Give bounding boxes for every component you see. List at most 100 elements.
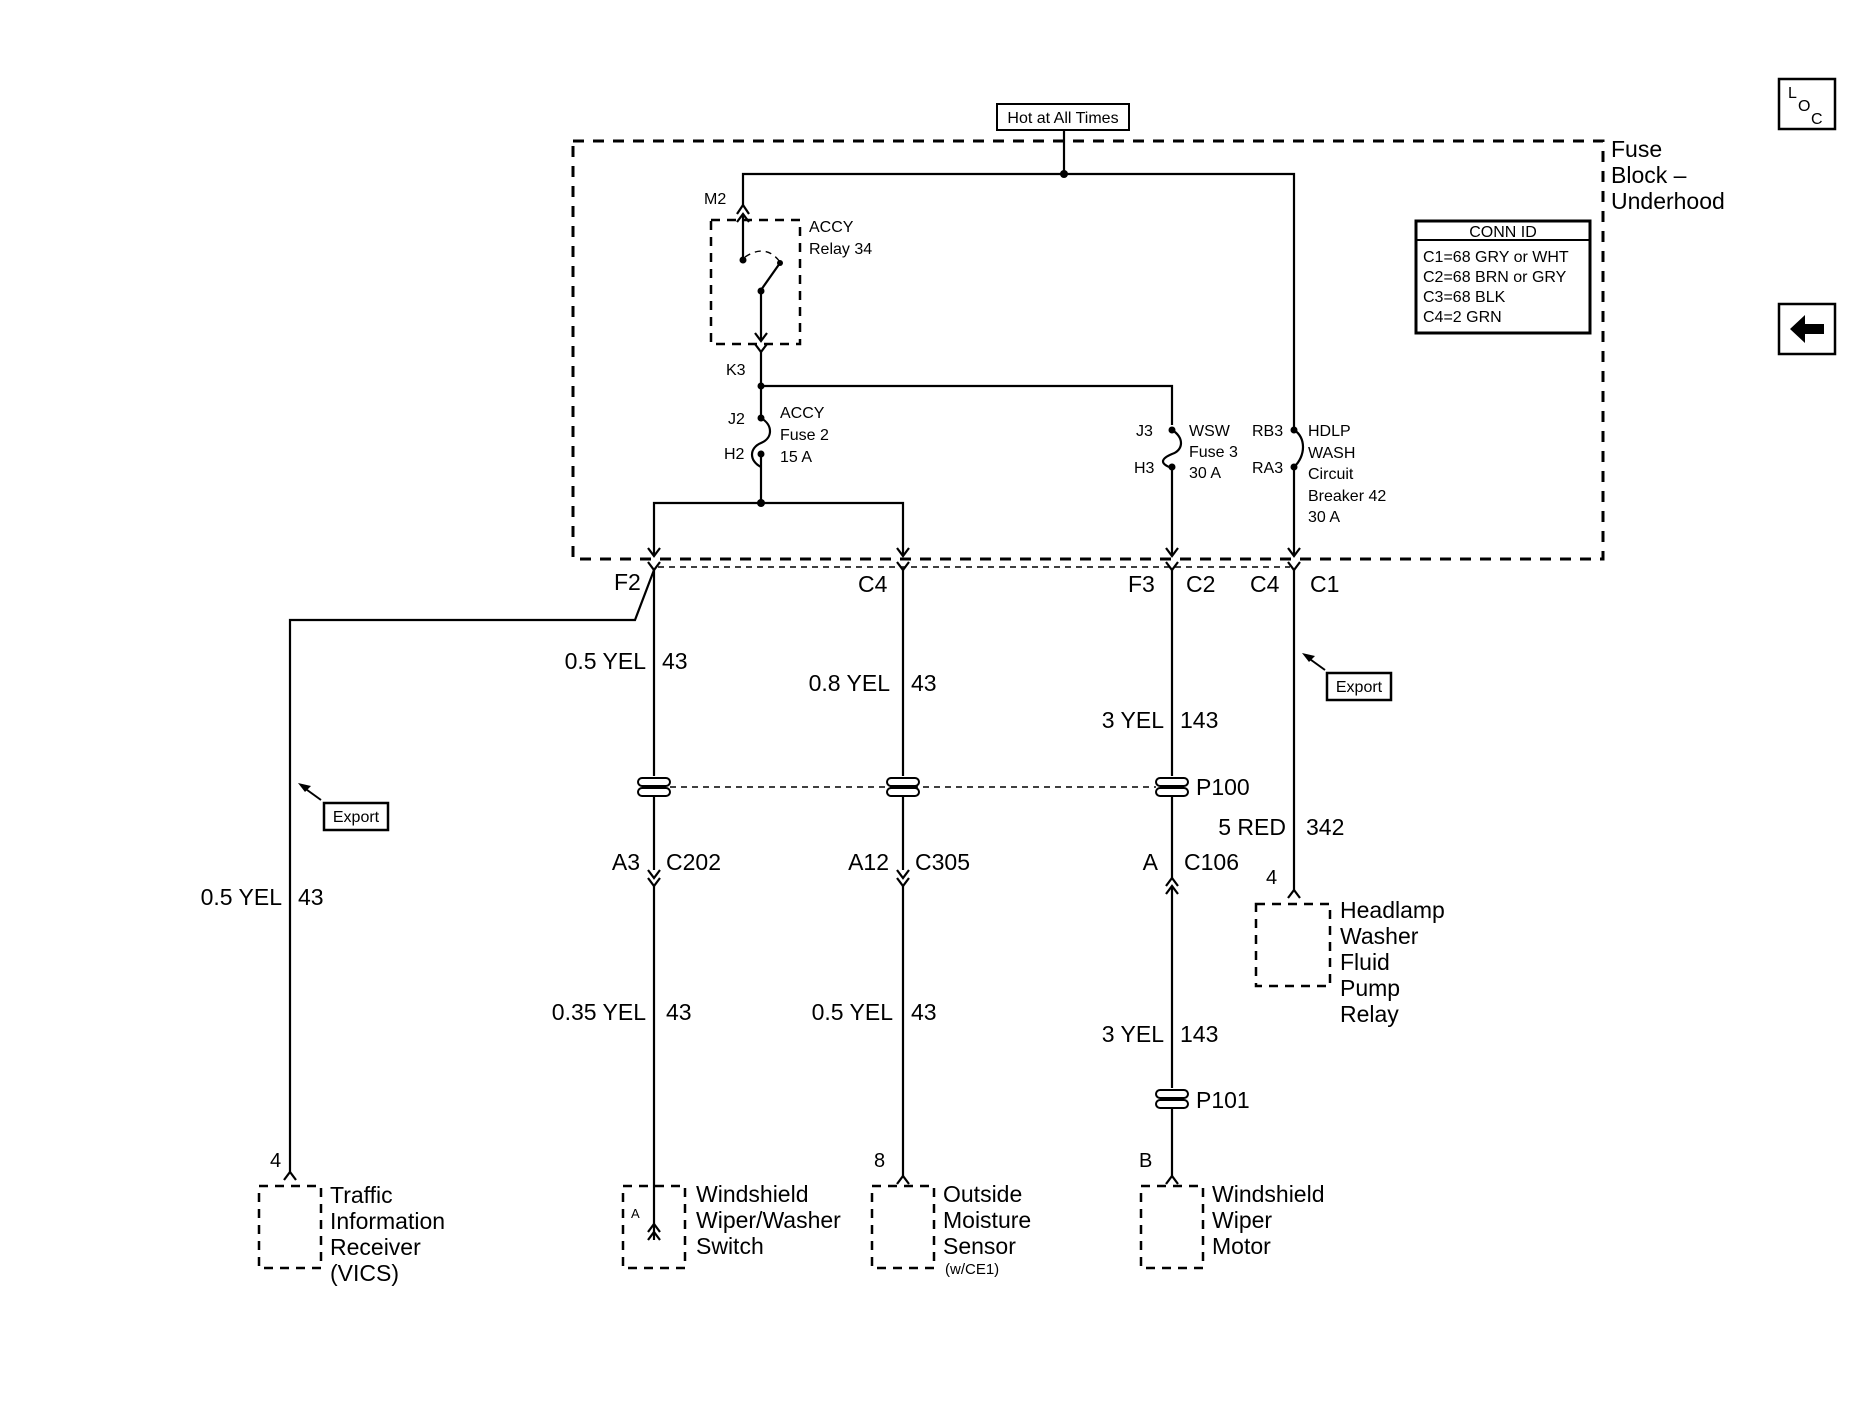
wiper-motor-line1: Windshield xyxy=(1212,1181,1325,1207)
wire-circuit: 143 xyxy=(1180,1021,1218,1047)
breaker-pin-in: RB3 xyxy=(1252,423,1283,440)
wire-circuit: 43 xyxy=(662,648,688,674)
component-wiper-motor: B Windshield Wiper Motor xyxy=(1139,1150,1325,1270)
component-moisture-sensor: 8 Outside Moisture Sensor (w/CE1) xyxy=(870,1150,1031,1278)
breaker-pin-out: RA3 xyxy=(1252,460,1283,477)
wiper-switch-line2: Wiper/Washer xyxy=(696,1207,841,1233)
conn-id-row: C2=68 BRN or GRY xyxy=(1423,269,1567,286)
moisture-line1: Outside xyxy=(943,1181,1022,1207)
fuse3-line2: Fuse 3 xyxy=(1189,444,1238,461)
loc-icon-c: C xyxy=(1811,111,1823,128)
moisture-note: (w/CE1) xyxy=(945,1261,999,1278)
pump-relay-line1: Headlamp xyxy=(1340,897,1445,923)
back-button[interactable] xyxy=(1777,302,1837,356)
headlamp-washer-circuit: 5 RED 342 xyxy=(1218,570,1344,890)
accy-fuse-2: J2 H2 ACCY Fuse 2 15 A xyxy=(724,386,829,507)
fuse-block-title: Fuse Block – Underhood xyxy=(1611,136,1725,214)
loc-icon-l: L xyxy=(1788,85,1797,102)
wire-size-color: 0.8 YEL xyxy=(809,670,891,696)
fuse3-line3: 30 A xyxy=(1189,465,1221,482)
component-pump-relay: 4 Headlamp Washer Fluid Pump Relay xyxy=(1254,867,1445,1027)
fuse-block-outline xyxy=(571,139,1605,561)
wire-size-color: 3 YEL xyxy=(1102,1021,1164,1047)
relay-name-line1: ACCY xyxy=(809,219,854,236)
fuse-block-title-line2: Block – xyxy=(1611,162,1687,188)
pump-relay-pin: 4 xyxy=(1266,867,1277,889)
loc-button[interactable]: L O C xyxy=(1777,77,1837,131)
c305-name: C305 xyxy=(915,849,970,875)
vics-name-line3: Receiver xyxy=(330,1234,421,1260)
wiper-switch-pin: A xyxy=(631,1206,640,1221)
fuse2-pin-out: H2 xyxy=(724,446,745,463)
c305-pin: A12 xyxy=(848,849,889,875)
splice-p101-label: P101 xyxy=(1196,1087,1250,1113)
wiper-switch-line1: Windshield xyxy=(696,1181,809,1207)
export-label: Export xyxy=(1336,679,1383,696)
splice-p100-c xyxy=(1155,777,1189,797)
splice-p100-label: P100 xyxy=(1196,774,1250,800)
conn-id-table: CONN ID C1=68 GRY or WHT C2=68 BRN or GR… xyxy=(1414,219,1592,335)
vics-name-line1: Traffic xyxy=(330,1182,393,1208)
breaker-line5: 30 A xyxy=(1308,509,1340,526)
fuse-block-connectors: F2 C4 F3 C2 C4 C1 xyxy=(614,547,1339,597)
wire-circuit: 43 xyxy=(911,670,937,696)
relay-name-line2: Relay 34 xyxy=(809,241,872,258)
fuse2-line1: ACCY xyxy=(780,405,825,422)
wire-circuit: 43 xyxy=(666,999,692,1025)
breaker-line1: HDLP xyxy=(1308,423,1351,440)
accy-relay-34: M2 K3 ACCY Relay 34 xyxy=(704,191,872,386)
left-arrow-icon xyxy=(1790,315,1824,343)
relay-pin-top: M2 xyxy=(704,191,726,208)
export-callout-right[interactable]: Export xyxy=(1302,653,1393,702)
connector-c1: C1 xyxy=(1310,571,1339,597)
c202-pin: A3 xyxy=(612,849,640,875)
wire-circuit: 342 xyxy=(1306,814,1344,840)
moisture-pin: 8 xyxy=(874,1150,885,1172)
wiper-motor-pin: B xyxy=(1139,1150,1152,1172)
fuse3-pin-in: J3 xyxy=(1136,423,1153,440)
loc-icon-o: O xyxy=(1798,98,1810,115)
fuse3-line1: WSW xyxy=(1189,423,1231,440)
fuse2-line3: 15 A xyxy=(780,449,812,466)
vics-name-line4: (VICS) xyxy=(330,1260,399,1286)
moisture-line3: Sensor xyxy=(943,1233,1016,1259)
conn-id-row: C4=2 GRN xyxy=(1423,309,1502,326)
moisture-sensor-circuit: 0.8 YEL 43 A12 C305 0.5 YEL 43 xyxy=(809,570,970,1176)
conn-id-row: C1=68 GRY or WHT xyxy=(1423,249,1569,266)
vics-pin: 4 xyxy=(270,1150,281,1172)
wire-size-color: 0.5 YEL xyxy=(812,999,894,1025)
connector-f2: F2 xyxy=(614,569,641,595)
splice-p100-a xyxy=(637,777,671,797)
vics-wire: 0.5 YEL 43 xyxy=(201,569,656,1172)
splice-p100-b xyxy=(886,777,920,797)
pump-relay-line2: Washer xyxy=(1340,923,1419,949)
hot-at-all-times-label: Hot at All Times xyxy=(996,103,1130,131)
breaker-line3: Circuit xyxy=(1308,466,1354,483)
fuse2-output-bus xyxy=(652,501,905,556)
wiper-motor-line3: Motor xyxy=(1212,1233,1271,1259)
fuse2-line2: Fuse 2 xyxy=(780,427,829,444)
connector-c2: C2 xyxy=(1186,571,1215,597)
fuse-block-title-line3: Underhood xyxy=(1611,188,1725,214)
c202-name: C202 xyxy=(666,849,721,875)
export-callout-left[interactable]: Export xyxy=(298,783,390,832)
wsw-fuse-3: J3 H3 WSW Fuse 3 30 A xyxy=(1134,423,1238,555)
pump-relay-line3: Fluid xyxy=(1340,949,1390,975)
vics-wire-circuit: 43 xyxy=(298,884,324,910)
wiper-motor-circuit: 3 YEL 143 P100 A C106 3 YEL 143 P101 xyxy=(1102,570,1250,1176)
wire-circuit: 143 xyxy=(1180,707,1218,733)
c106-pin: A xyxy=(1143,849,1159,875)
relay-pin-bottom: K3 xyxy=(726,362,746,379)
c106-name: C106 xyxy=(1184,849,1239,875)
wiper-switch-line3: Switch xyxy=(696,1233,764,1259)
pump-relay-line5: Relay xyxy=(1340,1001,1399,1027)
hdlp-wash-circuit-breaker-42: RB3 RA3 HDLP WASH Circuit Breaker 42 30 … xyxy=(1252,423,1386,555)
fuse2-pin-in: J2 xyxy=(728,411,745,428)
pump-relay-line4: Pump xyxy=(1340,975,1400,1001)
wiper-switch-circuit: 0.5 YEL 43 A3 C202 0.35 YEL 43 xyxy=(552,570,721,1240)
wire-size-color: 5 RED xyxy=(1218,814,1286,840)
wiper-motor-line2: Wiper xyxy=(1212,1207,1272,1233)
fuse3-pin-out: H3 xyxy=(1134,460,1155,477)
breaker-line2: WASH xyxy=(1308,445,1355,462)
